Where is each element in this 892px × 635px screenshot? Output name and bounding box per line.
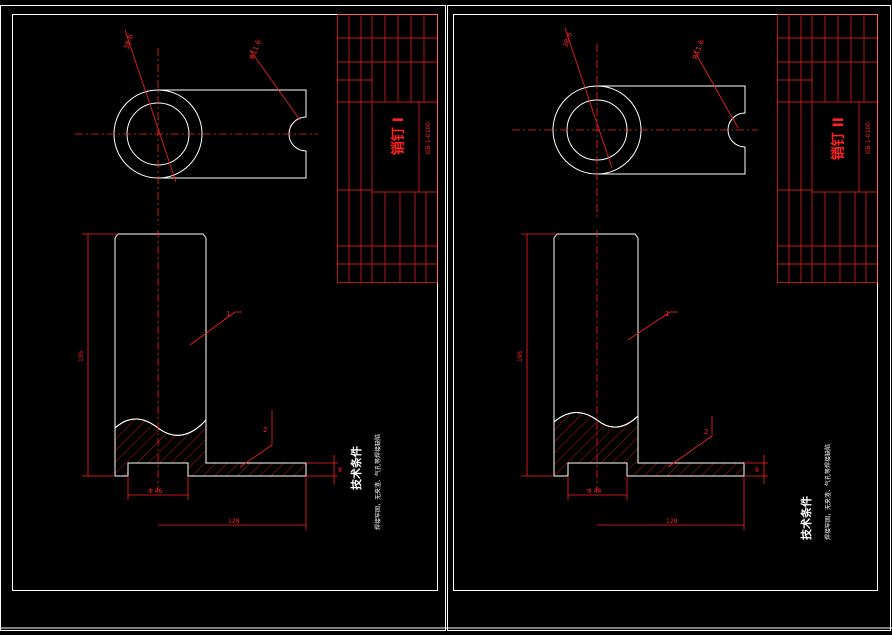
sheet-2-leader-2 [667,435,713,468]
sheet-1-elevation-view: 195 128 Φ 46 8 1 2 [78,230,342,530]
sheet-2-tech-title: 技术条件 [799,496,813,540]
sheet-2-dim-small: 8 [755,467,759,474]
sheet-1-radius-leader [249,49,301,121]
sheet-2-part-1-label: 1 [665,310,669,318]
sheet-1-border [12,14,438,591]
sheet-2-title: 销钉 II [830,117,847,160]
sheet-2-title-block: 销钉 II GB-1-0100 [777,14,878,283]
outer-frame-left [0,5,446,631]
sheet-2-title-block-frame [777,14,878,283]
sheet-1-leader-1 [189,311,236,346]
sheet-2-border [453,14,878,591]
outer-frame-right [447,5,891,631]
sheet-2-radius-leader [693,49,739,129]
sheet-1-part-1-label: 1 [226,310,230,318]
sheet-1-dim-width: 128 [228,518,240,525]
sheet-2-pin-body [553,233,639,422]
sheet-1-dim-height: 195 [78,350,85,362]
sheet-1-dim-radius: R11.6 [248,38,263,60]
sheet-2-break-line [553,412,639,428]
sheet-1-diameter-leader [124,29,177,183]
sheet-1-plan-view: 38.6 R11.6 [75,29,318,225]
sheet-2-tech-text: 焊接牢固，无夹渣、气孔等焊接缺陷 [824,444,832,540]
sheet-2-dim-radius: R11.6 [691,38,706,60]
sheet-1-dim-dia: Φ 46 [148,488,162,495]
sheet-2-part-2-label: 2 [704,428,708,436]
sheet-2: 38.6 R11.6 195 128 Φ 46 8 [453,14,878,591]
sheet-1: 38.6 R11.6 195 128 Φ 46 [12,14,438,591]
sheet-1-drawing-no: GB-1-0100 [425,122,432,154]
sheet-1-dim-small: 8 [338,467,342,474]
sheet-2-elevation-view: 195 128 Φ 46 8 1 2 [517,230,768,530]
sheet-1-part-2-label: 2 [263,426,267,434]
sheet-2-leader-1 [627,311,671,341]
sheet-2-diameter-leader [564,27,613,169]
sheet-2-dim-dia: Φ 46 [587,488,601,495]
sheet-1-title-block: 销钉 I GB-1-0100 [337,14,438,283]
sheet-1-leader-2 [239,444,273,468]
sheet-1-dim-top: 38.6 [122,33,135,51]
sheet-1-pin-body [114,233,207,428]
sheet-1-tech-text: 焊接牢固，无夹渣、气孔等焊接缺陷 [374,434,382,530]
sheet-2-drawing-no: GB-1-0100 [865,122,872,154]
sheet-2-dim-top: 38.6 [561,31,574,49]
sheet-2-welded-base-section [553,412,745,477]
sheet-2-dim-height: 195 [517,350,524,362]
sheet-1-title: 销钉 I [390,117,407,155]
sheet-1-welded-base-section [114,418,307,477]
sheet-2-dim-width: 128 [666,518,678,525]
sheet-1-tech-title: 技术条件 [349,446,363,490]
sheet-2-plan-view: 38.6 R11.6 [512,27,758,220]
sheet-1-title-block-frame [337,14,438,283]
